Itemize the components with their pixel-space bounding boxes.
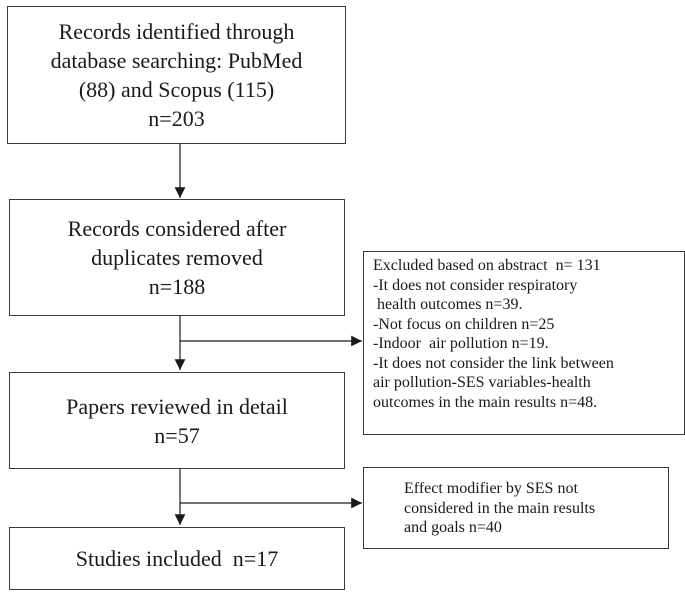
excluded-abstract-line-1: Excluded based on abstract n= 131 <box>373 257 601 274</box>
studies-included-box: Studies included n=17 <box>9 527 345 590</box>
excluded-effect-modifier-box: Effect modifier by SES not considered in… <box>363 467 669 549</box>
excluded-abstract-line-7: air pollution-SES variables-health <box>373 374 591 391</box>
records-after-duplicates-line-2: duplicates removed <box>91 245 263 270</box>
records-identified-line-1: Records identified through <box>58 19 295 44</box>
papers-reviewed-label: Papers reviewed in detail <box>66 393 288 419</box>
excluded-abstract-line-6: -It does not consider the link between <box>373 354 614 372</box>
records-identified-box: Records identified through database sear… <box>7 6 346 144</box>
papers-reviewed-box: Papers reviewed in detail n=57 <box>9 372 345 469</box>
papers-reviewed-count: n=57 <box>154 422 200 448</box>
records-after-duplicates-box: Records considered after duplicates remo… <box>9 199 345 316</box>
studies-included-label: Studies included n=17 <box>75 546 279 571</box>
records-identified-line-3: (88) and Scopus (115) <box>78 77 275 102</box>
excluded-abstract-box: Excluded based on abstract n= 131 -It do… <box>363 251 685 435</box>
excluded-effect-modifier-line-2: considered in the main results <box>404 499 596 517</box>
excluded-effect-modifier-line-1: Effect modifier by SES not <box>404 480 578 497</box>
records-identified-count: n=203 <box>148 106 205 131</box>
records-after-duplicates-count: n=188 <box>148 274 206 299</box>
excluded-effect-modifier-line-3: and goals n=40 <box>404 519 502 536</box>
excluded-abstract-line-3: health outcomes n=39. <box>373 296 523 313</box>
excluded-abstract-line-4: -Not focus on children n=25 <box>373 315 555 333</box>
excluded-abstract-line-2: -It does not consider respiratory <box>373 276 578 294</box>
records-identified-line-2: database searching: PubMed <box>50 48 303 73</box>
excluded-abstract-line-8: outcomes in the main results n=48. <box>373 393 598 411</box>
records-after-duplicates-line-1: Records considered after <box>67 216 287 241</box>
excluded-abstract-line-5: -Indoor air pollution n=19. <box>373 335 549 352</box>
